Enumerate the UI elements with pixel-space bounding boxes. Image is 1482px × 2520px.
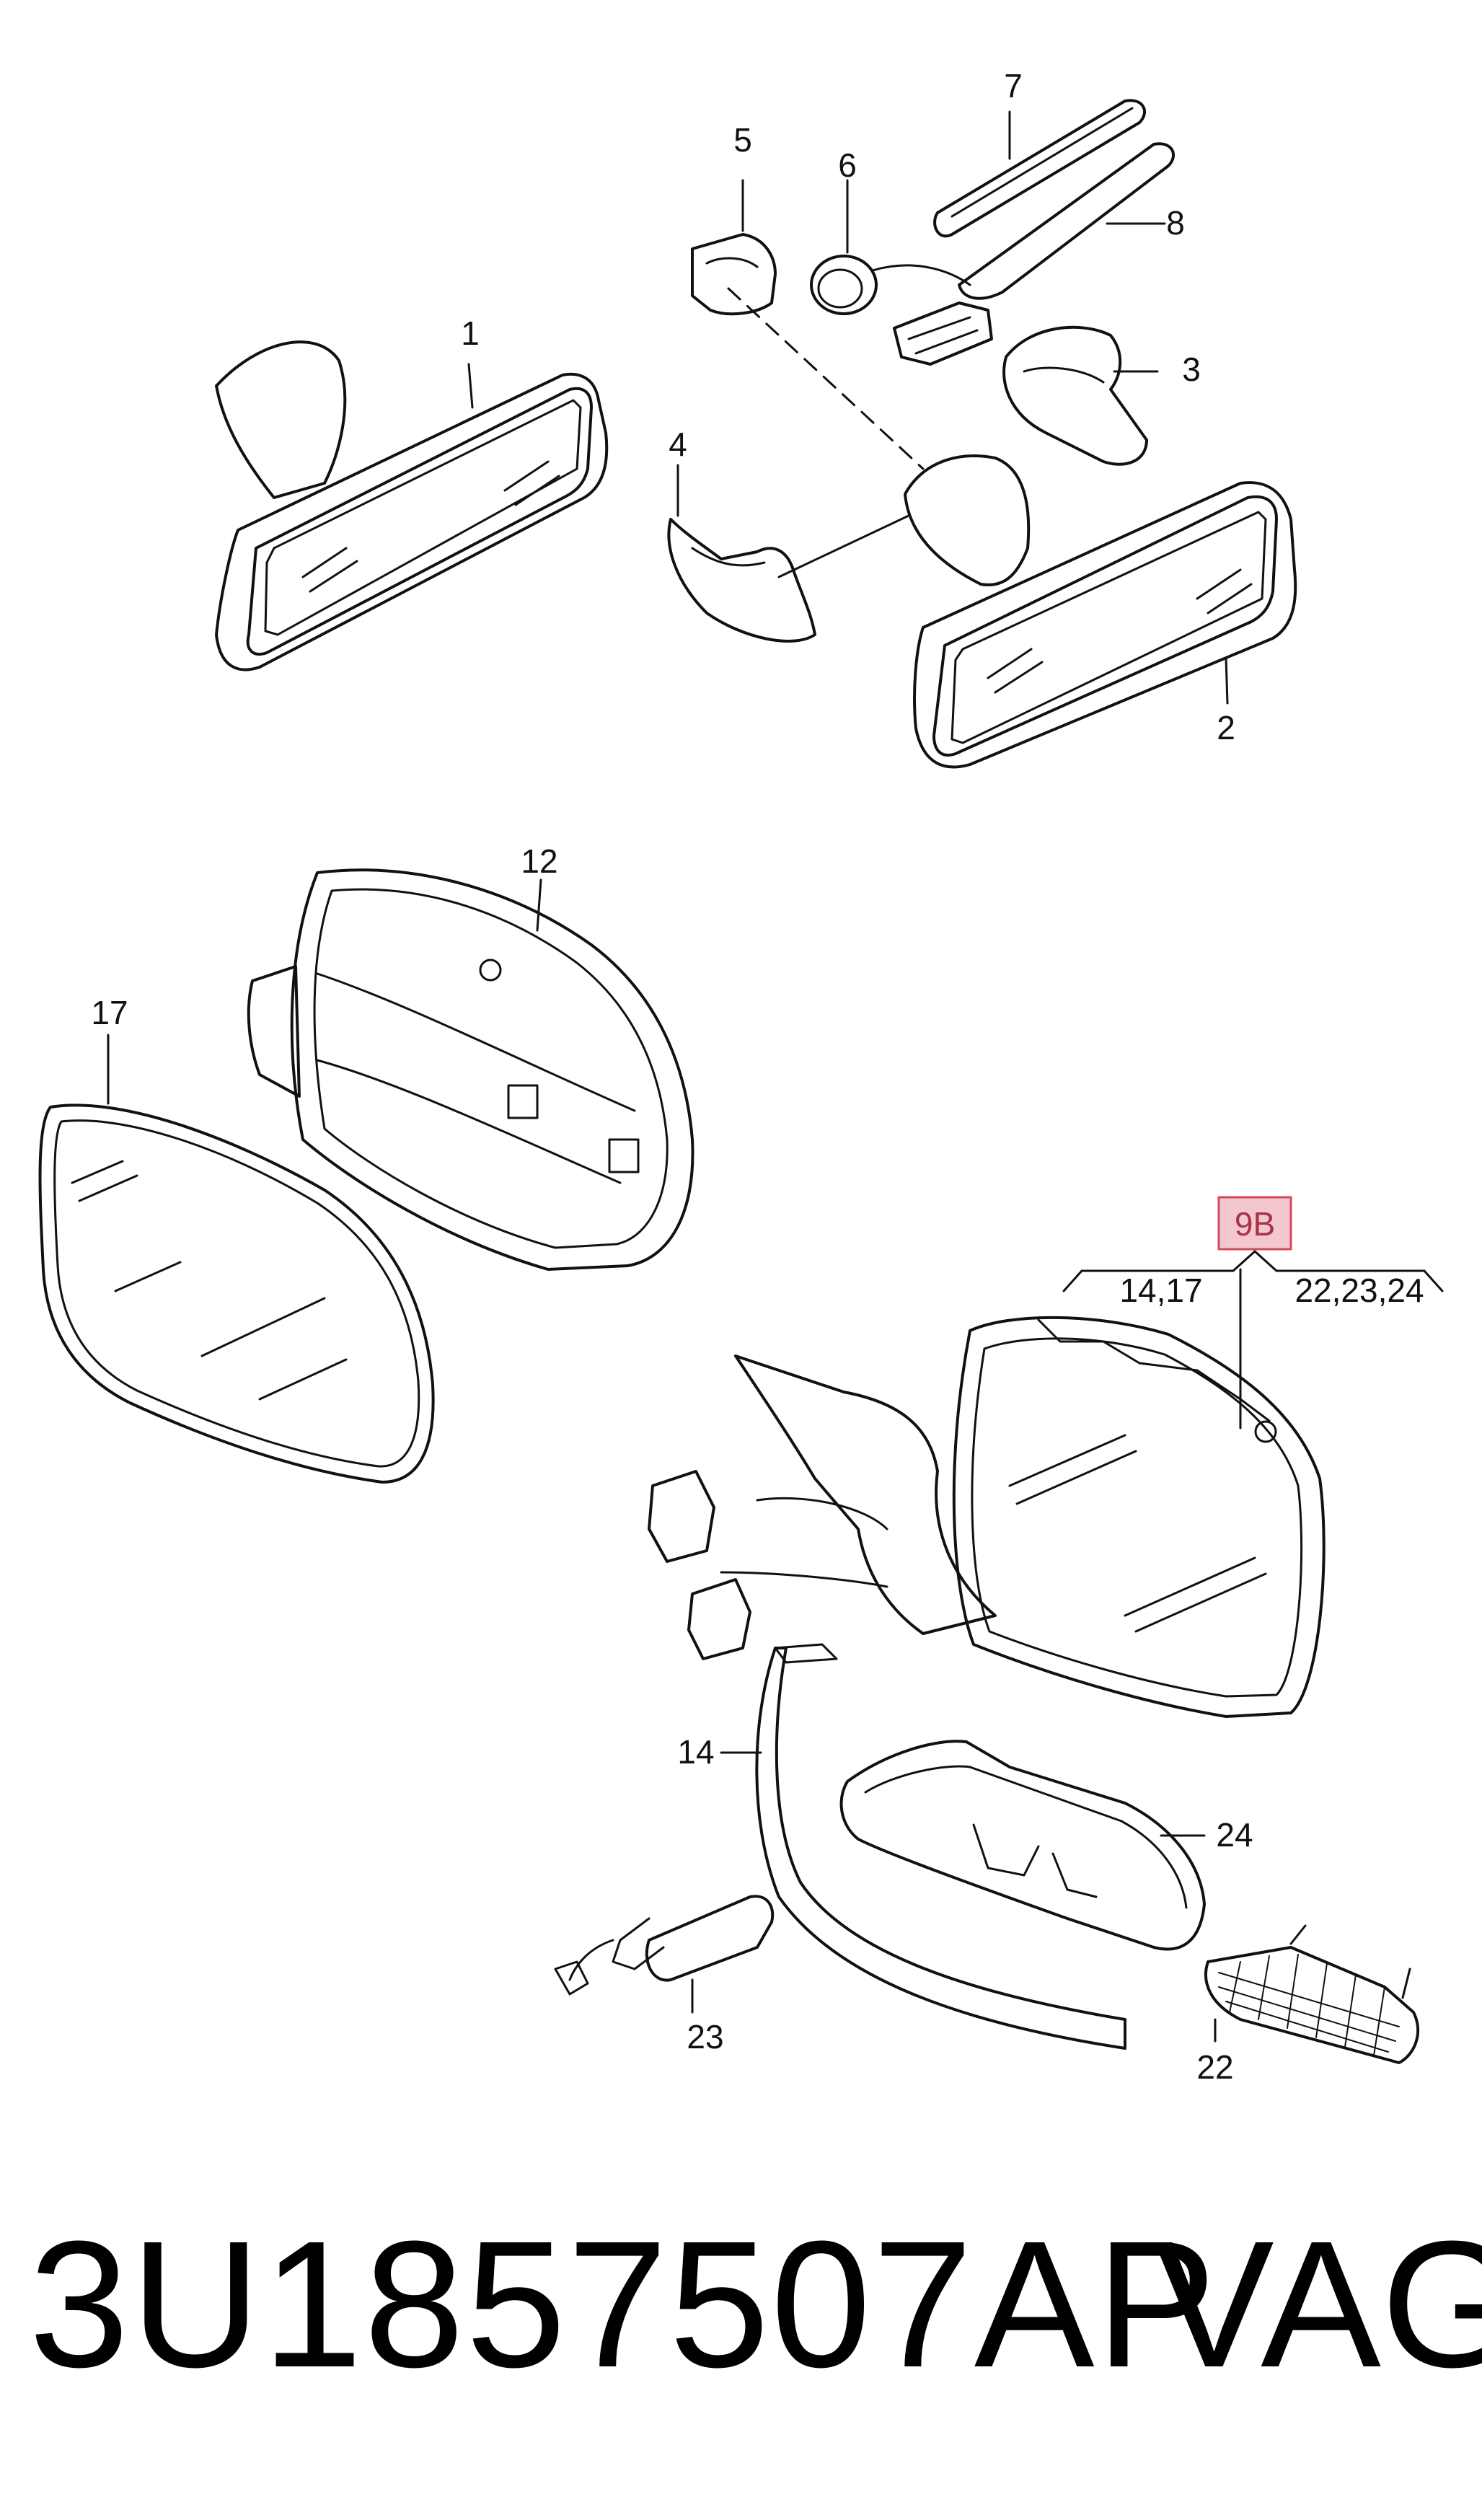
clip-5 xyxy=(691,179,925,470)
callout-7: 7 xyxy=(1004,67,1023,105)
callout-4: 4 xyxy=(669,426,687,463)
interior-mirror-2 xyxy=(904,454,1297,769)
callout-group-right: 22,23,24 xyxy=(1294,1272,1424,1309)
mirror-glass-17 xyxy=(38,1034,435,1484)
mount-cover-3 xyxy=(1002,325,1159,466)
interior-mirror-1 xyxy=(215,340,609,671)
trim-strip-7 xyxy=(933,99,1147,238)
assembly-badge[interactable] xyxy=(1217,1196,1292,1251)
callout-24: 24 xyxy=(1216,1816,1253,1854)
trim-connector-8 xyxy=(893,142,1176,366)
callout-1: 1 xyxy=(461,314,480,352)
callout-assembly-9b[interactable]: 9B xyxy=(1235,1205,1275,1243)
sensor-6 xyxy=(810,179,971,315)
seal-strip-14 xyxy=(720,1643,1126,2050)
callout-22: 22 xyxy=(1196,2048,1233,2086)
assembly-bracket xyxy=(1062,1250,1444,1292)
callout-3: 3 xyxy=(1182,351,1201,388)
callout-14: 14 xyxy=(677,1733,714,1771)
callout-23: 23 xyxy=(687,2018,723,2056)
housing-cover-24 xyxy=(839,1740,1206,1951)
exterior-mirror-assembly xyxy=(648,1268,1326,1718)
side-marker-22 xyxy=(1204,1924,1420,2064)
callout-2: 2 xyxy=(1217,709,1235,746)
foot-cover-4 xyxy=(667,464,910,643)
callout-12: 12 xyxy=(521,842,557,880)
turn-signal-23 xyxy=(554,1895,775,2014)
callout-8: 8 xyxy=(1166,204,1185,242)
callout-6: 6 xyxy=(838,146,857,184)
part-number: 3U1857507AP xyxy=(29,2203,1218,2405)
glass-carrier-12 xyxy=(247,868,694,1271)
brand-label: VAG xyxy=(1154,2203,1482,2405)
callout-group-left: 14,17 xyxy=(1119,1272,1202,1309)
callout-5: 5 xyxy=(733,121,752,159)
callout-17: 17 xyxy=(91,994,128,1031)
